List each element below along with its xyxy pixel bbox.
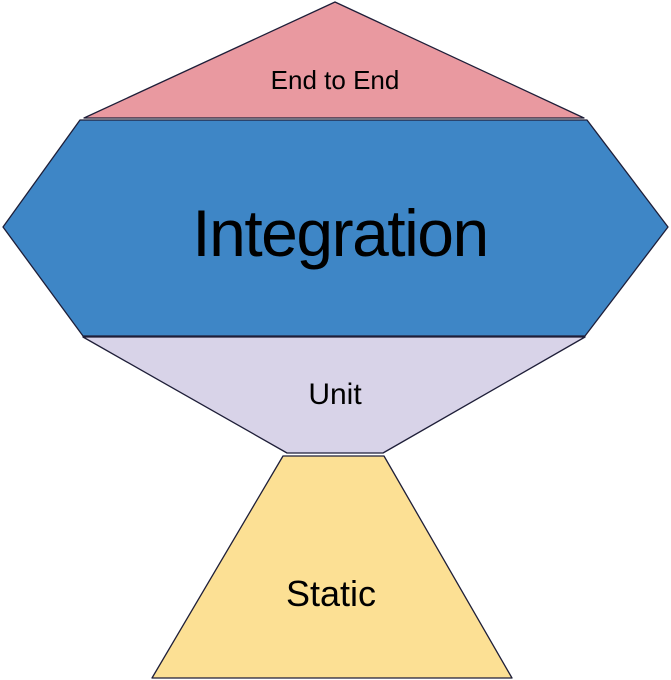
unit-label: Unit [308,378,362,411]
static-label: Static [286,573,376,614]
integration-shape [2,119,669,337]
unit-shape [82,336,586,454]
static-shape [151,455,513,679]
integration-label: Integration [192,196,487,270]
end-to-end-shape [83,1,585,119]
end-to-end-label: End to End [271,65,400,95]
